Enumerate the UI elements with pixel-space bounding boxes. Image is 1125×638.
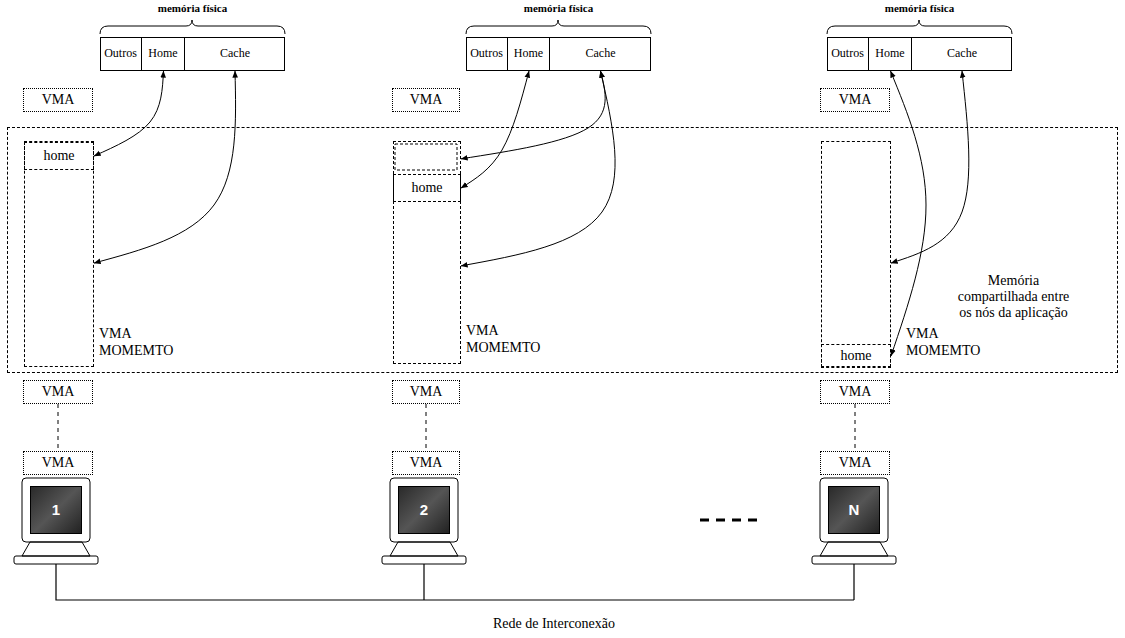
vma-label: VMA (410, 384, 443, 400)
physical-memory: memória físicaOutrosHomeCache (827, 37, 1012, 71)
vma-box: VMA (820, 380, 890, 404)
home-label: home (411, 180, 442, 196)
section-label: Outros (470, 47, 503, 61)
physical-memory: memória físicaOutrosHomeCache (100, 37, 285, 71)
vma-label: VMA (839, 384, 872, 400)
physical-memory: memória físicaOutrosHomeCache (466, 37, 651, 71)
vma-box: VMA (23, 88, 93, 112)
vma-box: VMA (392, 380, 460, 404)
vma-momemto-label: VMA MOMEMTO (466, 323, 540, 357)
home-label: home (840, 348, 871, 364)
section-label: Outros (104, 47, 137, 61)
brace (827, 20, 1012, 34)
vma-momemto-label: VMA MOMEMTO (906, 326, 980, 360)
vma-box: VMA (820, 451, 890, 475)
vma-label: VMA (839, 92, 872, 108)
memory-heading: memória física (467, 2, 650, 15)
computer-screen: N (828, 486, 880, 534)
vma-box: VMA (392, 451, 460, 475)
brace (100, 20, 285, 34)
section-label: Home (875, 47, 904, 61)
mapping-arrow (461, 71, 605, 159)
vma-momemto: VMA MOMEMTOhome (24, 141, 94, 367)
vma-label: VMA (42, 92, 75, 108)
vma-label: VMA (410, 455, 443, 471)
network-bus (56, 564, 854, 600)
brace (466, 20, 651, 34)
home-area: home (393, 174, 461, 202)
node-number: 1 (52, 501, 60, 518)
vma-label: VMA (839, 455, 872, 471)
mapping-arrow (94, 71, 236, 263)
vma-label: VMA (410, 92, 443, 108)
dashed-link (426, 404, 427, 451)
mapping-arrow (891, 71, 927, 356)
section-label: Cache (220, 47, 250, 61)
memory-section: Cache (550, 37, 651, 71)
network-label: Rede de Interconexão (493, 616, 615, 632)
home-area: home (24, 142, 94, 170)
memory-section: Home (508, 37, 550, 71)
vma-box: VMA (820, 88, 890, 112)
section-label: Cache (947, 47, 977, 61)
node-number: N (849, 501, 860, 518)
vma-box: VMA (23, 451, 93, 475)
section-label: Home (514, 47, 543, 61)
section-label: Outros (831, 47, 864, 61)
memory-section: Home (142, 37, 185, 71)
computer (14, 478, 98, 564)
home-label: home (43, 148, 74, 164)
mapping-arrow (461, 71, 529, 188)
region-note: Memória compartilhada entre os nós da ap… (951, 273, 1076, 321)
home-area: home (821, 344, 891, 368)
mapping-arrow (461, 71, 615, 266)
vma-momemto: VMA MOMEMTOhome (821, 141, 891, 367)
memory-section: Outros (100, 37, 142, 71)
vma-label: VMA (42, 455, 75, 471)
vma-box: VMA (392, 88, 460, 112)
vma-label: VMA (42, 384, 75, 400)
memory-section: Outros (827, 37, 869, 71)
mapping-arrow (891, 71, 969, 263)
section-label: Home (148, 47, 177, 61)
mapping-arrow (94, 71, 164, 156)
shared-memory-region: Memória compartilhada entre os nós da ap… (7, 127, 1118, 373)
node-number: 2 (420, 501, 428, 518)
section-label: Cache (586, 47, 616, 61)
vma-momemto-label: VMA MOMEMTO (99, 326, 173, 360)
ellipsis-dashes (700, 519, 760, 522)
dashed-link (855, 404, 856, 451)
computer-screen: 1 (30, 486, 82, 534)
computer (812, 478, 896, 564)
vma-area (395, 144, 457, 170)
dashed-link (58, 404, 59, 451)
computer-screen: 2 (398, 486, 450, 534)
memory-section: Cache (912, 37, 1012, 71)
vma-momemto: VMA MOMEMTOhome (393, 141, 461, 364)
memory-heading: memória física (101, 2, 284, 15)
memory-heading: memória física (828, 2, 1011, 15)
computer (382, 478, 466, 564)
memory-section: Home (869, 37, 912, 71)
memory-section: Outros (466, 37, 508, 71)
vma-box: VMA (23, 380, 93, 404)
memory-section: Cache (185, 37, 285, 71)
